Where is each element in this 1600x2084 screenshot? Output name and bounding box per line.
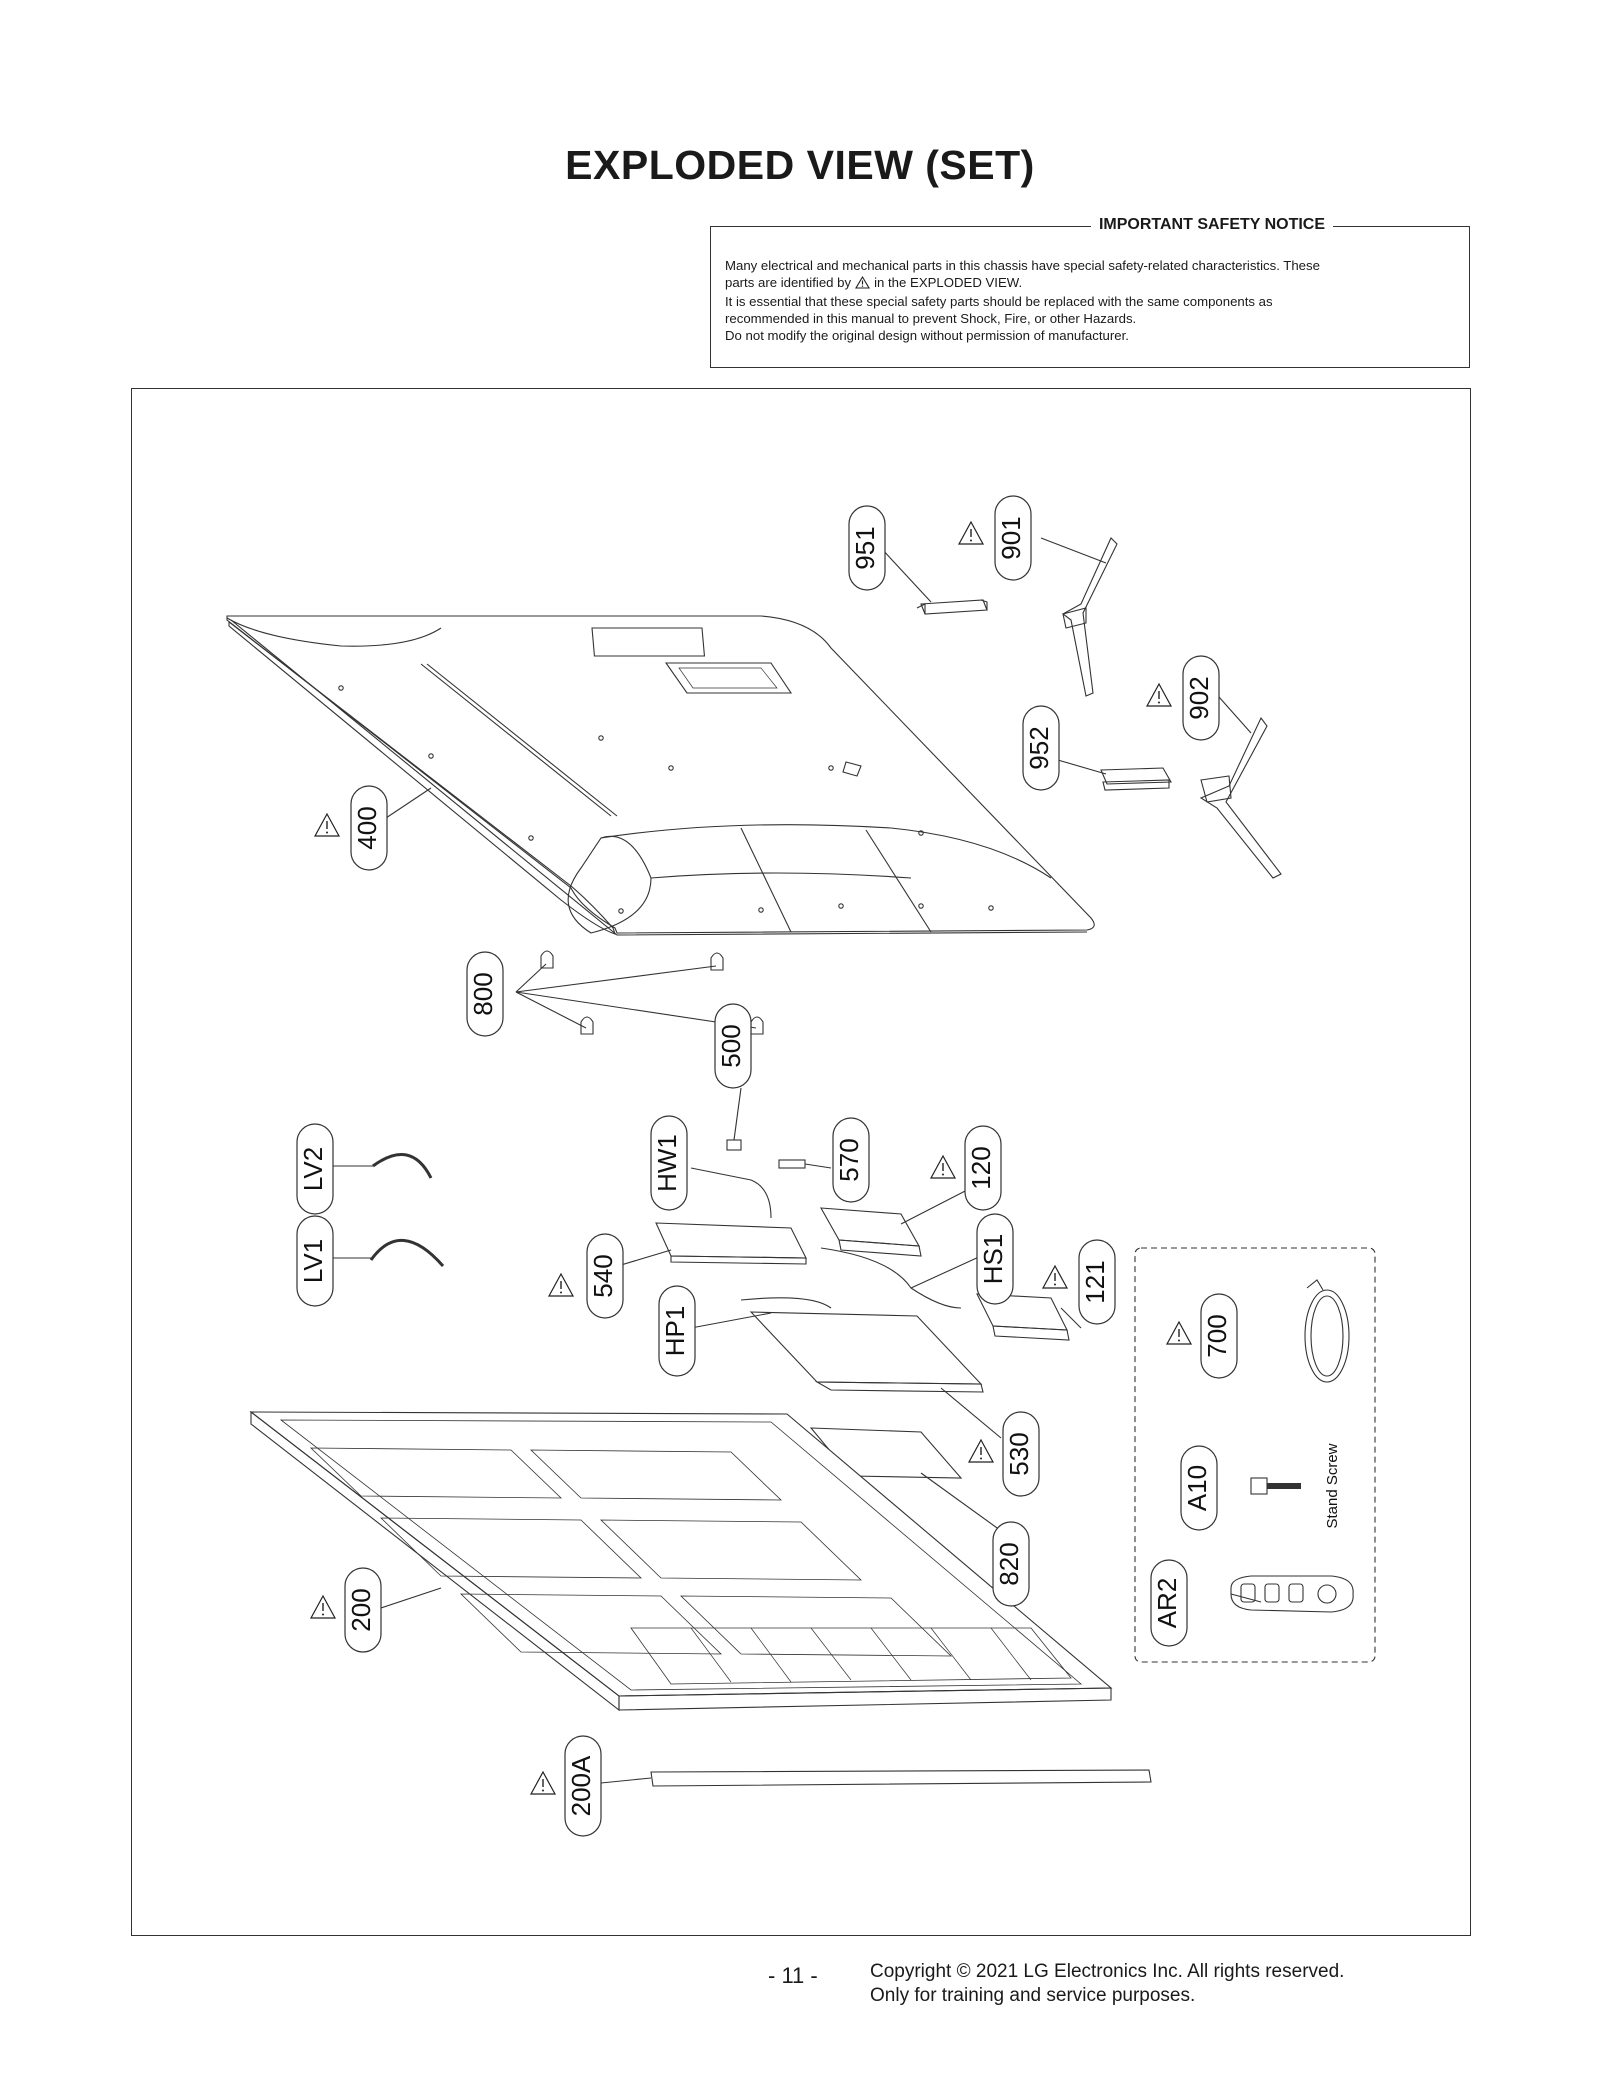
part-label-lv2: LV2 (296, 1123, 334, 1215)
power-cord-700-drawing (1304, 1279, 1350, 1383)
safety-notice-box: IMPORTANT SAFETY NOTICE Many electrical … (710, 216, 1470, 368)
svg-text:AR2: AR2 (1152, 1578, 1182, 1629)
support-951-drawing (916, 599, 988, 615)
svg-text:800: 800 (468, 972, 498, 1015)
wire-hp1-drawing (740, 1297, 832, 1309)
stand-901-drawing (1061, 537, 1118, 697)
svg-text:570: 570 (834, 1138, 864, 1181)
part-label-120: 120 (964, 1125, 1002, 1211)
part-label-820: 820 (992, 1521, 1030, 1607)
part-label-540: 540 (586, 1233, 624, 1319)
svg-text:200: 200 (346, 1588, 376, 1631)
support-952-drawing (1100, 767, 1172, 791)
svg-text:A10: A10 (1182, 1465, 1212, 1511)
copyright-line-1: Copyright © 2021 LG Electronics Inc. All… (870, 1961, 1345, 1982)
part-label-ar2: AR2 (1150, 1559, 1188, 1647)
accessory-box (1134, 1247, 1376, 1663)
svg-text:120: 120 (966, 1146, 996, 1189)
svg-text:400: 400 (352, 806, 382, 849)
svg-text:820: 820 (994, 1542, 1024, 1585)
safety-notice-title: IMPORTANT SAFETY NOTICE (1090, 216, 1334, 234)
part-label-200: 200 (344, 1567, 382, 1653)
board-570-drawing (778, 1159, 806, 1169)
svg-text:901: 901 (996, 516, 1026, 559)
svg-text:HP1: HP1 (660, 1306, 690, 1357)
part-label-700: 700 (1200, 1293, 1238, 1379)
cable-lv1-drawing (369, 1238, 445, 1267)
svg-text:121: 121 (1080, 1260, 1110, 1303)
part-label-901: 901 (994, 495, 1032, 581)
wire-hs1-drawing (820, 1247, 962, 1309)
cable-lv2-drawing (372, 1152, 433, 1179)
part-label-hs1: HS1 (976, 1213, 1014, 1305)
svg-text:500: 500 (716, 1024, 746, 1067)
part-label-200a: 200A (564, 1735, 602, 1837)
notice-line-3: It is essential that these special safet… (725, 294, 1273, 309)
svg-text:530: 530 (1004, 1432, 1034, 1475)
part-label-hp1: HP1 (658, 1285, 696, 1377)
wire-hw1-drawing (750, 1179, 772, 1219)
stand-screw-a10-drawing (1250, 1477, 1301, 1495)
svg-text:952: 952 (1024, 726, 1054, 769)
svg-text:951: 951 (850, 526, 880, 569)
stand-screw-note: Stand Screw (1324, 1443, 1341, 1528)
svg-text:700: 700 (1202, 1314, 1232, 1357)
page-number: - 11 - (768, 1963, 818, 1988)
part-label-951: 951 (848, 505, 886, 591)
display-module-200-drawing (249, 1410, 1113, 1712)
part-label-121: 121 (1078, 1239, 1116, 1325)
exploded-view-diagram: 951 901 902 952 400 800 500 (226, 495, 1376, 1837)
part-label-hw1: HW1 (650, 1115, 688, 1211)
speaker-120-drawing (820, 1207, 922, 1257)
part-label-530: 530 (1002, 1411, 1040, 1497)
part-label-500: 500 (714, 1003, 752, 1089)
svg-text:200A: 200A (566, 1755, 596, 1816)
power-board-530-drawing (749, 1311, 984, 1393)
bottom-frame-200a-drawing (650, 1769, 1152, 1787)
copyright-line-2: Only for training and service purposes. (870, 1985, 1196, 2006)
svg-text:540: 540 (588, 1254, 618, 1297)
svg-text:LV1: LV1 (298, 1239, 328, 1283)
notice-line-5: Do not modify the original design withou… (725, 328, 1129, 343)
notice-line-1: Many electrical and mechanical parts in … (725, 258, 1320, 273)
part-label-902: 902 (1182, 655, 1220, 741)
warning-triangle-icon (855, 275, 871, 293)
svg-text:HS1: HS1 (978, 1234, 1008, 1285)
page-title: EXPLODED VIEW (SET) (565, 142, 1035, 188)
board-500-drawing (726, 1139, 742, 1151)
back-cover-drawing (226, 615, 1095, 936)
remote-control-ar2-drawing (1230, 1575, 1354, 1613)
svg-text:HW1: HW1 (652, 1134, 682, 1192)
notice-line-4: recommended in this manual to prevent Sh… (725, 311, 1137, 326)
svg-text:902: 902 (1184, 676, 1214, 719)
part-label-lv1: LV1 (296, 1215, 334, 1307)
safety-notice-text: Many electrical and mechanical parts in … (725, 257, 1455, 344)
exploded-view-frame (131, 388, 1471, 1936)
part-label-952: 952 (1022, 705, 1060, 791)
part-label-a10: A10 (1180, 1445, 1218, 1531)
main-board-540-drawing (655, 1222, 807, 1265)
part-label-800: 800 (466, 951, 504, 1037)
part-label-570: 570 (832, 1117, 870, 1203)
part-label-400: 400 (350, 785, 388, 871)
svg-text:LV2: LV2 (298, 1147, 328, 1191)
copyright-notice: Copyright © 2021 LG Electronics Inc. All… (870, 1960, 1344, 2008)
stand-902-drawing (1199, 716, 1282, 879)
